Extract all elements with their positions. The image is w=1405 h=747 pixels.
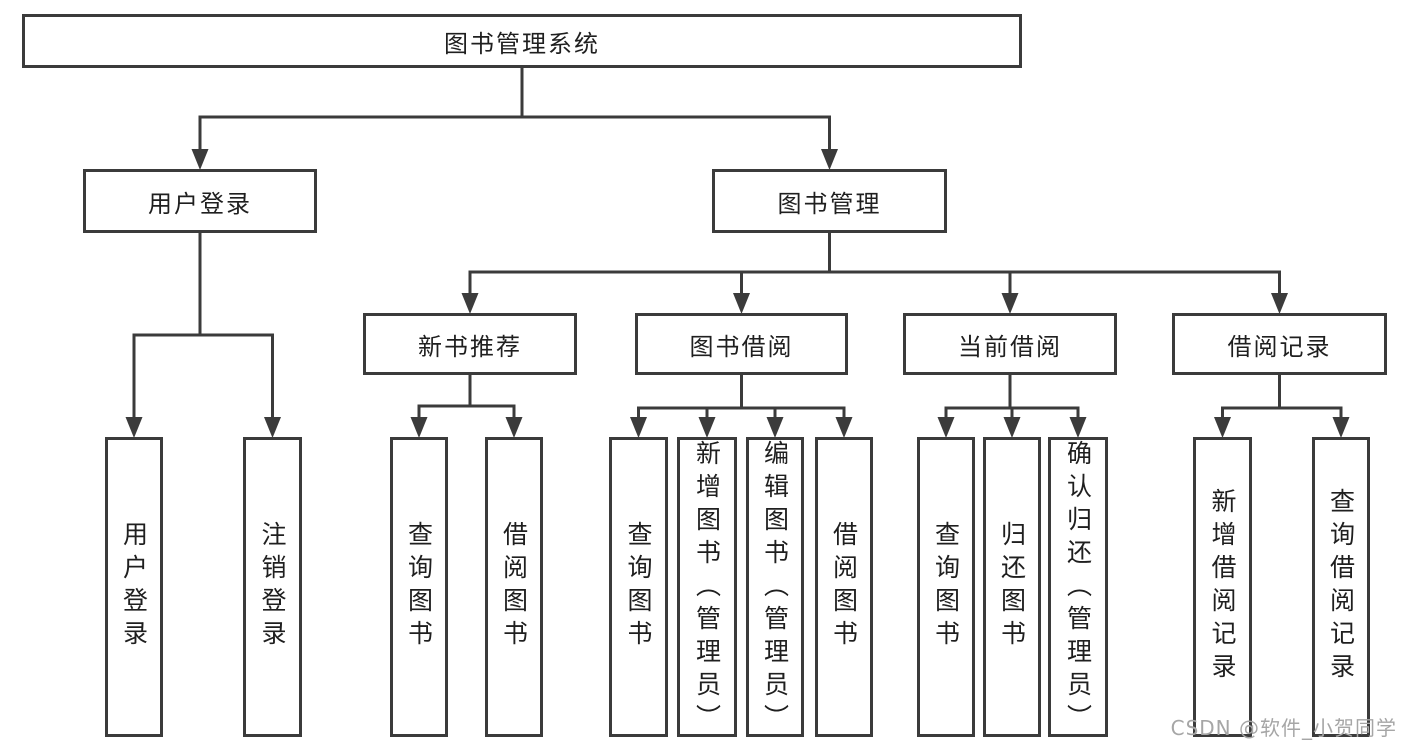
node-label: 图书借阅 [689, 332, 794, 361]
node-label: 新书推荐 [418, 332, 522, 361]
node-label: 借阅图书 [829, 521, 859, 653]
arrowhead [1214, 417, 1231, 438]
edge-current-borrow [937, 375, 1087, 438]
node-leaf-query-book-2: 查询图书 [609, 437, 668, 737]
arrowhead [1069, 417, 1087, 438]
node-leaf-edit-book: 编辑图书（管理员） [746, 437, 804, 737]
arrowhead [505, 417, 523, 438]
arrowhead [191, 149, 209, 170]
node-label: 借阅图书 [499, 521, 529, 653]
arrowhead [264, 417, 281, 438]
node-label: 用户登录 [119, 521, 149, 653]
node-new-book-rec: 新书推荐 [363, 313, 577, 375]
node-label: 查询借阅记录 [1326, 488, 1356, 686]
node-leaf-return-book: 归还图书 [983, 437, 1041, 737]
node-book-borrow: 图书借阅 [635, 313, 848, 375]
node-label: 新增借阅记录 [1208, 488, 1237, 686]
edge-borrow-records [1214, 375, 1350, 438]
node-label: 当前借阅 [958, 332, 1062, 361]
node-user-login: 用户登录 [83, 169, 317, 233]
node-root: 图书管理系统 [22, 14, 1022, 68]
arrowhead [821, 149, 838, 170]
arrowhead [125, 417, 143, 438]
arrowhead [1001, 293, 1019, 314]
edge-book-mgmt [461, 233, 1288, 314]
edge-new-book-rec [410, 375, 523, 438]
node-leaf-query-book-1: 查询图书 [390, 437, 448, 737]
node-label: 图书管理系统 [444, 29, 600, 58]
arrowhead [733, 293, 750, 314]
node-label: 用户登录 [148, 189, 252, 218]
node-leaf-confirm-return: 确认归还（管理员） [1048, 437, 1108, 737]
node-label: 查询图书 [931, 521, 961, 653]
node-book-mgmt: 图书管理 [712, 169, 947, 233]
node-label: 注销登录 [258, 521, 287, 653]
node-label: 归还图书 [997, 521, 1027, 653]
node-leaf-borrow-book-1: 借阅图书 [485, 437, 543, 737]
node-label: 确认归还（管理员） [1063, 440, 1093, 737]
arrowhead [630, 417, 647, 438]
node-leaf-add-book: 新增图书（管理员） [677, 437, 737, 737]
edge-user-login [125, 233, 281, 438]
node-leaf-query-record: 查询借阅记录 [1312, 437, 1370, 737]
arrowhead [835, 417, 853, 438]
arrowhead [1271, 293, 1288, 314]
arrowhead [1003, 417, 1021, 438]
edge-root [191, 68, 838, 170]
arrowhead [1332, 417, 1350, 438]
node-leaf-logout: 注销登录 [243, 437, 302, 737]
node-leaf-borrow-book-2: 借阅图书 [815, 437, 873, 737]
arrowhead [410, 417, 428, 438]
arrowhead [698, 417, 716, 438]
arrowhead [937, 417, 955, 438]
watermark-text: CSDN @软件_小贺同学 [1170, 716, 1397, 740]
node-leaf-add-record: 新增借阅记录 [1193, 437, 1252, 737]
arrowhead [766, 417, 784, 438]
node-label: 编辑图书（管理员） [760, 440, 790, 737]
node-leaf-user-login: 用户登录 [105, 437, 163, 737]
node-label: 查询图书 [404, 521, 434, 653]
node-current-borrow: 当前借阅 [903, 313, 1117, 375]
node-label: 新增图书（管理员） [692, 440, 722, 737]
edge-book-borrow [630, 375, 853, 438]
node-label: 图书管理 [777, 189, 882, 218]
node-leaf-query-book-3: 查询图书 [917, 437, 975, 737]
arrowhead [461, 293, 479, 314]
node-label: 查询图书 [624, 521, 653, 653]
node-label: 借阅记录 [1227, 332, 1332, 361]
node-borrow-records: 借阅记录 [1172, 313, 1387, 375]
